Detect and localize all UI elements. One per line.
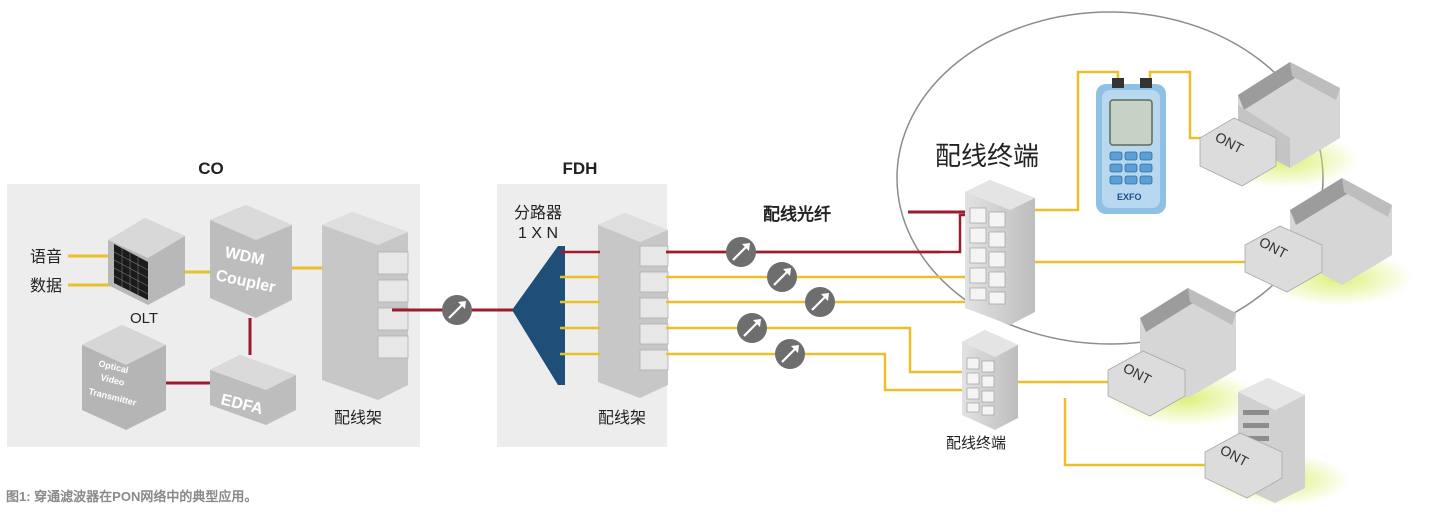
splitter xyxy=(512,246,565,385)
ont-4: ONT xyxy=(1204,432,1283,499)
fdh-rack-label: 配线架 xyxy=(598,409,646,427)
co-title: CO xyxy=(198,159,224,178)
terminal-small-label: 配线终端 xyxy=(946,435,1006,452)
terminal-large xyxy=(965,180,1035,325)
ont-1: ONT xyxy=(1199,117,1277,187)
olt-device xyxy=(108,218,185,305)
power-meter: EXFO xyxy=(1096,78,1166,214)
terminal-small xyxy=(962,330,1018,430)
splitter-label-line1: 分路器 xyxy=(514,204,562,222)
connector-2 xyxy=(767,262,797,292)
co-rack xyxy=(322,212,409,400)
connector-5 xyxy=(775,339,805,369)
connector-3 xyxy=(805,287,835,317)
fdh-title: FDH xyxy=(563,159,598,178)
ont-2: ONT xyxy=(1244,225,1323,293)
connector-1 xyxy=(726,237,756,267)
fdh-rack xyxy=(598,213,669,398)
meter-brand: EXFO xyxy=(1117,192,1142,202)
connector-4 xyxy=(737,313,767,343)
video-transmitter: Optical Video Transmitter xyxy=(82,325,166,430)
wdm-coupler: WDM Coupler xyxy=(210,205,292,318)
olt-label: OLT xyxy=(130,310,158,327)
ont-3: ONT xyxy=(1107,350,1186,417)
figure-caption: 图1: 穿通滤波器在PON网络中的典型应用。 xyxy=(6,489,258,504)
distribution-fiber-label: 配线光纤 xyxy=(763,204,831,224)
co-rack-label: 配线架 xyxy=(334,409,382,427)
connector-co-fdh xyxy=(442,295,472,325)
data-label: 数据 xyxy=(30,277,62,295)
edfa-device: EDFA xyxy=(210,355,296,425)
terminal-large-label: 配线终端 xyxy=(935,141,1039,171)
voice-label: 语音 xyxy=(30,248,62,266)
splitter-label-line2: 1 X N xyxy=(518,225,558,242)
